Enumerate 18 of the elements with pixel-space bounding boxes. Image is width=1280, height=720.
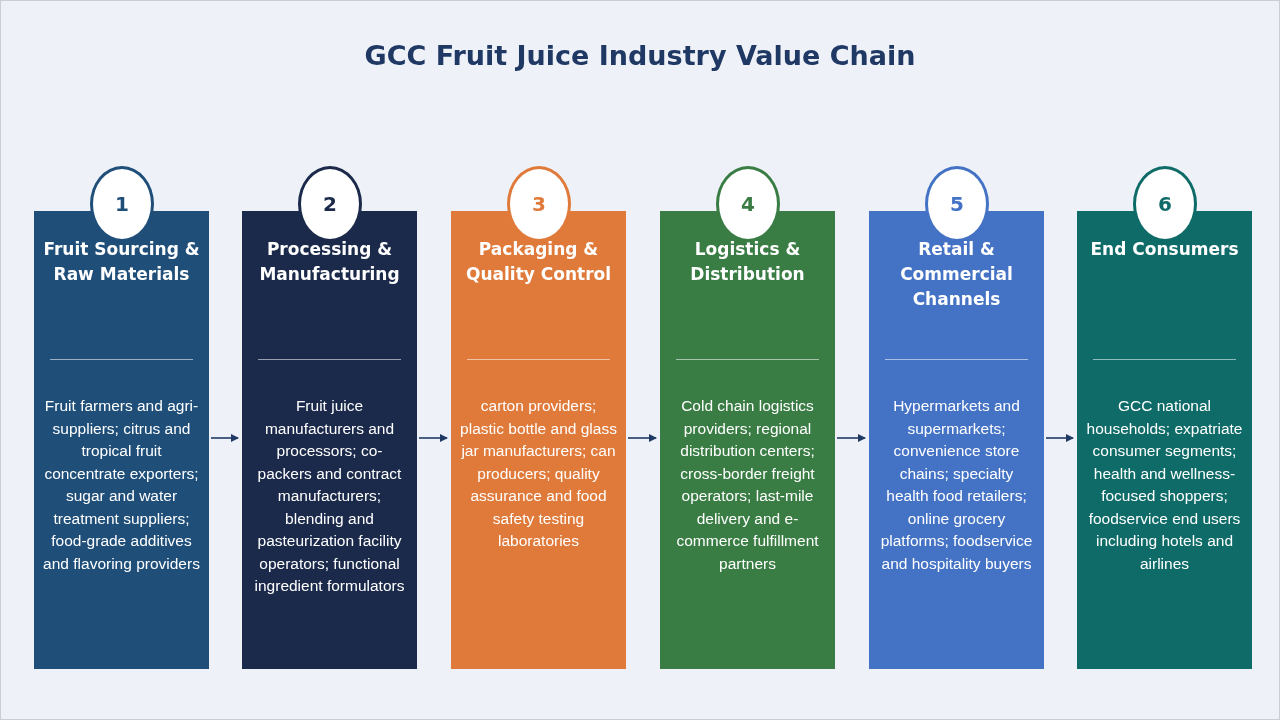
step-number-circle: 3: [507, 166, 571, 242]
arrow: [418, 434, 448, 442]
step-number-circle: 4: [716, 166, 780, 242]
arrow: [627, 434, 657, 442]
stage-description: Fruit juice manufacturers and processors; co-packers and contract manufacturers; blending and pasteurization facility operators; functional ingredient formulators: [253, 396, 406, 596]
stage-description: Hypermarkets and supermarkets; convenience store chains; specialty health food retailers; online grocery platforms; foodservice and hospitality buyers: [879, 396, 1034, 574]
arrow: [210, 434, 239, 442]
stage-description: carton providers; plastic bottle and glass jar manufacturers; can producers; quality assurance and food safety testing laboratories: [459, 396, 618, 551]
diagram-title: GCC Fruit Juice Industry Value Chain: [364, 40, 916, 71]
step-number-circle: 6: [1133, 166, 1197, 242]
arrow: [1045, 434, 1074, 442]
step-number-circle: 2: [298, 166, 362, 242]
stage-description: Cold chain logistics providers; regional distribution centers; cross-border freight operators; last-mile delivery and e-commerce fulfillment partners: [675, 396, 820, 574]
stage-description: GCC national households; expatriate consumer segments; health and wellness-focused shoppers; foodservice end users including hotels and airlines: [1085, 396, 1244, 574]
arrow: [836, 434, 866, 442]
stage-description: Fruit farmers and agri-suppliers; citrus and tropical fruit concentrate exporters; sugar and water treatment suppliers; food-grade additives and flavoring providers: [42, 396, 201, 574]
step-number-circle: 1: [90, 166, 154, 242]
step-number-circle: 5: [925, 166, 989, 242]
